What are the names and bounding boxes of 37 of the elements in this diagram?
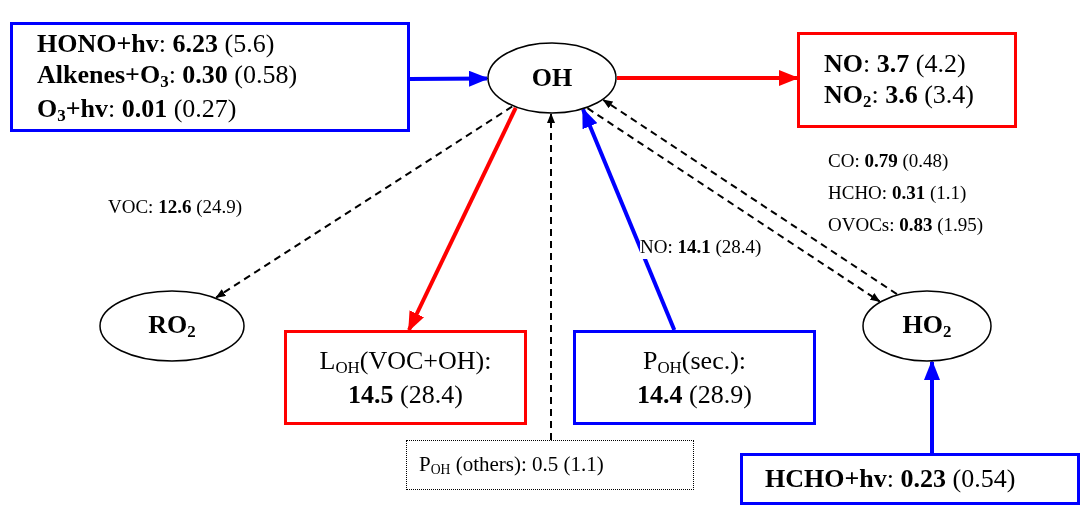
dashed-arrow (602, 99, 898, 296)
source-box (740, 453, 1080, 505)
rate-text: HONO+hv: 6.23 (5.6) (37, 27, 276, 60)
species-ellipse (487, 42, 617, 114)
species-label: HO$_{2}$ (901, 309, 953, 343)
rate-text: 14.5 (28.4) (347, 378, 464, 410)
dashed-arrow (547, 113, 555, 441)
rate-text: Alkenes+O$_{3}$: 0.30 (0.58) (37, 59, 299, 93)
rate-text: P$_{OH}$ (others): 0.5 (1.1) (419, 451, 605, 479)
rate-text: P$_{OH}$(sec.): (641, 345, 748, 379)
rate-label: HCHO: 0.31 (1.1) (828, 182, 967, 205)
species-label: OH (530, 62, 574, 94)
edge-label: VOC: 12.6 (24.9) (108, 196, 243, 219)
production-box (573, 330, 816, 425)
source-box (10, 22, 410, 132)
production-box (406, 440, 694, 490)
edge-label: NO: 14.1 (28.4) (640, 236, 762, 259)
loss-box (284, 330, 527, 425)
rate-text: NO$_{2}$: 3.6 (3.4) (824, 78, 975, 113)
rate-label: OVOCs: 0.83 (1.95) (828, 214, 984, 237)
arrow (410, 70, 489, 87)
sink-box (797, 32, 1017, 128)
arrow (581, 107, 677, 331)
arrow (407, 107, 518, 332)
arrow (924, 359, 940, 453)
species-ellipse (99, 290, 245, 362)
dashed-arrow (215, 105, 514, 299)
rate-text: O$_{3}$+hv: 0.01 (0.27) (37, 92, 238, 127)
rate-text: NO: 3.7 (4.2) (824, 47, 967, 79)
rate-text: HCHO+hv: 0.23 (0.54) (765, 463, 1017, 495)
arrow (617, 70, 799, 86)
rate-label: CO: 0.79 (0.48) (828, 150, 949, 173)
rate-text: L$_{OH}$(VOC+OH): (318, 345, 493, 379)
dashed-arrow (586, 107, 881, 303)
species-label: RO$_{2}$ (147, 309, 197, 343)
species-ellipse (862, 290, 992, 362)
rate-text: 14.4 (28.9) (636, 378, 753, 410)
